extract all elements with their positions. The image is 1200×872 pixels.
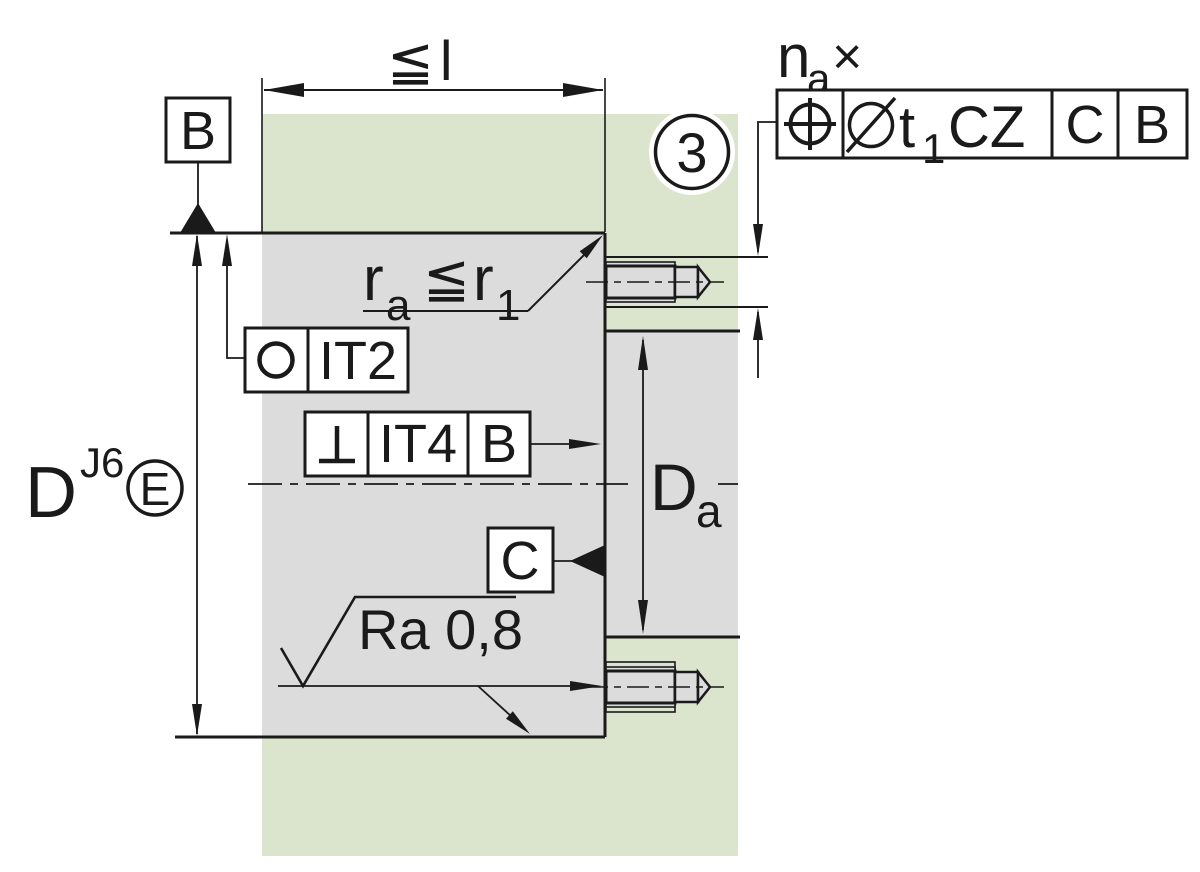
- leader-branch: [477, 685, 513, 718]
- tolerance-frame: [243, 326, 410, 394]
- surface-roughness: Ra 0,8: [278, 595, 602, 734]
- position-datum-1: C: [1066, 95, 1105, 155]
- radius-ra-sub: a: [386, 281, 411, 330]
- arrowhead: [506, 711, 530, 734]
- fcf-position: t 1 CZ C B: [753, 88, 1189, 378]
- tolerance-t-sub: 1: [922, 125, 945, 172]
- set-screw-top: [586, 256, 768, 308]
- arrowhead: [264, 83, 304, 97]
- perpendicularity-datum-ref: B: [481, 414, 517, 474]
- radius-leq: ≦: [423, 246, 470, 309]
- shoulder-diameter-label: D: [650, 450, 698, 524]
- arrowhead: [563, 83, 603, 97]
- tolerance-zone: CZ: [948, 95, 1025, 160]
- arrowhead: [222, 234, 232, 266]
- diameter-symbol: [845, 96, 897, 154]
- radius-r1: r: [473, 245, 494, 314]
- count-times: ×: [832, 28, 862, 86]
- position-datum-2: B: [1134, 95, 1170, 155]
- datum-triangle: [570, 545, 605, 577]
- datum-c-box: [486, 526, 555, 594]
- leader-line: [527, 252, 587, 312]
- roundness-tolerance-value: IT2: [319, 331, 397, 391]
- housing-section: [262, 233, 738, 737]
- length-limit-label: ≦l: [387, 29, 452, 92]
- tolerance-frame: [303, 410, 532, 478]
- arrowhead: [569, 439, 601, 449]
- balloon-3: 3: [649, 109, 735, 195]
- hole-count-label: n a ×: [777, 23, 862, 102]
- radius-note: r a ≦ r 1: [363, 235, 603, 330]
- surface-finish-symbol: [279, 595, 516, 689]
- arrowhead: [579, 235, 603, 259]
- set-screw-bottom: [586, 661, 724, 713]
- housing-body-section: [262, 233, 605, 737]
- housing-outline: [170, 231, 740, 739]
- dim-length: ≦l: [261, 29, 606, 232]
- envelope-letter: E: [140, 463, 171, 515]
- datum-b: B: [164, 96, 232, 233]
- balloon-number: 3: [676, 121, 707, 184]
- datum-triangle: [180, 203, 216, 233]
- arrowhead: [638, 600, 648, 634]
- arrowhead: [570, 681, 602, 691]
- leader-line: [757, 121, 777, 252]
- bore-diameter-label: D: [25, 453, 77, 533]
- datum-b-label: B: [180, 101, 216, 161]
- roundness-symbol: [257, 341, 295, 379]
- arrowhead: [753, 224, 763, 256]
- diameter-symbol-circle: [847, 101, 895, 149]
- arrowhead: [638, 336, 648, 370]
- arrowhead: [192, 234, 202, 266]
- datum-c: C: [486, 526, 605, 594]
- roughness-value: Ra 0,8: [358, 598, 523, 661]
- count-base: n: [777, 23, 810, 90]
- position-symbol: [784, 98, 836, 150]
- diameter-symbol-slash: [845, 96, 897, 154]
- bore-fit-label: J6: [80, 439, 124, 486]
- fcf-perpendicularity: IT4 B: [303, 410, 601, 478]
- radius-r1-sub: 1: [496, 281, 520, 330]
- radius-ra: r: [363, 245, 384, 314]
- fcf-roundness: IT2: [222, 234, 410, 394]
- dim-bore: D J6 E: [25, 234, 202, 736]
- shoulder-diameter-sub: a: [696, 485, 722, 537]
- balloon-circle: [653, 113, 731, 191]
- dim-shoulder: D a: [638, 336, 722, 634]
- arrowhead: [192, 704, 202, 736]
- perpendicularity-tolerance-value: IT4: [379, 414, 457, 474]
- arrowhead: [753, 308, 763, 340]
- datum-b-box: [164, 96, 232, 164]
- leader-line: [226, 262, 245, 359]
- envelope-symbol: [126, 459, 184, 517]
- datum-c-label: C: [501, 531, 540, 591]
- tolerance-t: t: [899, 95, 915, 160]
